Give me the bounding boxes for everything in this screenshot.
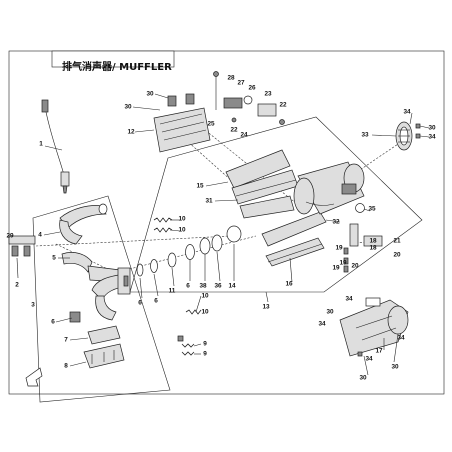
callout-c13: 13 xyxy=(262,304,270,311)
springs xyxy=(153,217,202,356)
callout-c14: 14 xyxy=(228,283,236,290)
lower-dual-pipes xyxy=(261,211,327,267)
callout-c34c: 34 xyxy=(345,296,353,303)
callout-c19c: 19 xyxy=(332,265,340,272)
callout-c25: 25 xyxy=(207,121,215,128)
callout-c18a: 18 xyxy=(369,238,377,245)
callout-c4: 4 xyxy=(38,232,42,239)
callout-c34a: 34 xyxy=(403,109,411,116)
dual-pipe-heat-shield xyxy=(225,149,299,219)
end-cap xyxy=(395,121,421,151)
callout-c29: 29 xyxy=(6,233,14,240)
callout-c27: 27 xyxy=(237,80,245,87)
top-mount-bracket xyxy=(213,71,285,125)
callout-c35: 35 xyxy=(368,206,376,213)
callout-c2: 2 xyxy=(15,282,19,289)
callout-c10d: 10 xyxy=(201,309,209,316)
callout-c30a: 30 xyxy=(146,91,154,98)
callout-c22a: 22 xyxy=(230,127,238,134)
callout-c30c: 30 xyxy=(428,125,436,132)
callout-c30e: 30 xyxy=(359,375,367,382)
callout-c16: 16 xyxy=(285,281,293,288)
callout-c20b: 20 xyxy=(351,263,359,270)
callout-c30f: 30 xyxy=(391,364,399,371)
callout-c11: 11 xyxy=(169,288,176,295)
callout-c6c: 6 xyxy=(154,298,158,305)
page-title: 排气消声器/ MUFFLER xyxy=(62,62,172,73)
outer-border xyxy=(8,50,445,395)
callout-c10c: 10 xyxy=(201,293,209,300)
callout-c10b: 10 xyxy=(178,227,186,234)
callout-c20a: 20 xyxy=(393,252,401,259)
callout-c9a: 9 xyxy=(203,341,207,348)
callout-c18b: 18 xyxy=(369,245,377,252)
gasket xyxy=(355,203,365,213)
callout-c19a: 19 xyxy=(335,245,343,252)
callout-c34e: 34 xyxy=(397,335,405,342)
clamp-bracket xyxy=(8,235,36,279)
oxygen-sensor xyxy=(41,99,70,194)
callout-c1: 1 xyxy=(39,141,43,148)
callout-c6a: 6 xyxy=(51,319,55,326)
callout-c12: 12 xyxy=(127,129,135,136)
callout-c34f: 34 xyxy=(365,356,373,363)
callout-c30b: 30 xyxy=(124,104,132,111)
callout-c21: 21 xyxy=(393,238,401,245)
callout-c36: 36 xyxy=(214,283,222,290)
callout-c30d: 30 xyxy=(326,309,334,316)
callout-c34d: 34 xyxy=(318,321,326,328)
mid-pipe-assembly xyxy=(91,225,242,321)
callout-c34b: 34 xyxy=(428,134,436,141)
callout-c32: 32 xyxy=(332,219,340,226)
callout-c38: 38 xyxy=(199,283,207,290)
callout-c7: 7 xyxy=(64,337,68,344)
title-box xyxy=(51,50,175,68)
front-arrow-icon xyxy=(25,367,43,387)
callout-c5: 5 xyxy=(52,255,56,262)
callout-c24: 24 xyxy=(240,132,248,139)
bracket-left-assembly xyxy=(32,195,171,403)
callout-c22b: 22 xyxy=(279,102,287,109)
callout-c15: 15 xyxy=(196,183,204,190)
callout-c17: 17 xyxy=(375,348,383,355)
callout-c9b: 9 xyxy=(203,351,207,358)
callout-c28: 28 xyxy=(227,75,235,82)
muffler-heat-shield xyxy=(339,297,409,357)
callout-c3: 3 xyxy=(31,302,35,309)
muffler-body xyxy=(293,161,365,215)
tail-pipe xyxy=(343,223,383,273)
callout-c23: 23 xyxy=(264,91,272,98)
callout-c19b: 19 xyxy=(339,260,347,267)
callout-c33: 33 xyxy=(361,132,369,139)
callout-c31: 31 xyxy=(205,198,213,205)
callout-labels: 1234567899101010101112131415161718181919… xyxy=(6,75,436,382)
callout-c8: 8 xyxy=(64,363,68,370)
callout-c6d: 6 xyxy=(186,283,190,290)
callout-c26: 26 xyxy=(248,85,256,92)
leader-lines xyxy=(43,93,430,376)
dash-line-b xyxy=(35,235,231,247)
heat-shield-front xyxy=(83,325,125,369)
bracket-right-assembly xyxy=(129,116,423,293)
small-clamp xyxy=(69,311,81,323)
callout-c6b: 6 xyxy=(138,300,142,307)
cover-heat-shield xyxy=(153,93,211,153)
header-pipe-upper xyxy=(59,203,108,245)
callout-c10a: 10 xyxy=(178,216,186,223)
